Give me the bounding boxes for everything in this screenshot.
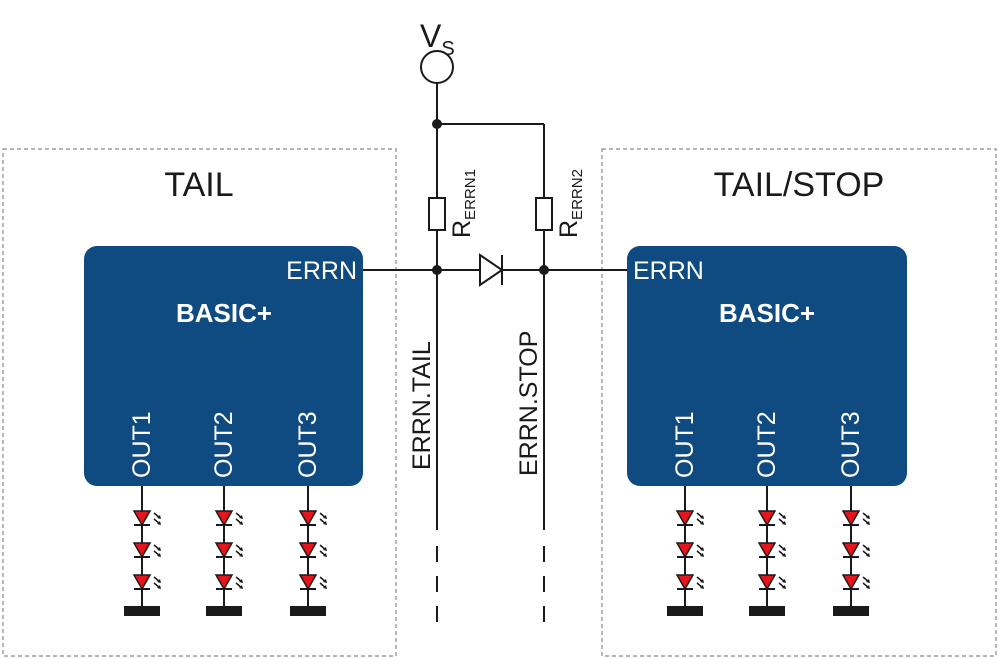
rerrn1-label: RERRN1	[448, 169, 479, 238]
led-icon	[757, 542, 786, 559]
right-chip-out3-label: OUT3	[837, 411, 865, 478]
led-icon	[675, 574, 704, 591]
diode-symbol	[479, 253, 504, 287]
led-icon	[757, 510, 786, 527]
right-chip: ERRN BASIC+ OUT1 OUT2 OUT3	[627, 246, 907, 486]
left-chip-out2-label: OUT2	[210, 411, 238, 478]
right-chip-out1-label: OUT1	[671, 411, 699, 478]
right-chip-errn-label: ERRN	[633, 257, 704, 285]
led-icon	[214, 574, 243, 591]
left-out3-led-string	[290, 486, 327, 616]
left-module-border	[2, 148, 397, 657]
right-out1-led-string	[667, 486, 704, 616]
right-chip-out2-label: OUT2	[753, 411, 781, 478]
right-out3-led-string	[833, 486, 870, 616]
right-module-title: TAIL/STOP	[714, 166, 885, 204]
led-icon	[132, 542, 161, 559]
supply-circle	[420, 50, 454, 84]
left-chip-out1-label: OUT1	[128, 411, 156, 478]
ground-bar	[749, 606, 785, 616]
left-out1-led-string	[124, 486, 161, 616]
left-chip-name: BASIC+	[176, 298, 272, 328]
ground-bar	[667, 606, 703, 616]
led-icon	[214, 510, 243, 527]
right-chip-name: BASIC+	[719, 298, 815, 328]
ground-bar	[290, 606, 326, 616]
net-label-tail: ERRN.TAIL	[408, 341, 436, 470]
rerrn1-subscript: ERRN1	[462, 169, 479, 220]
led-icon	[132, 510, 161, 527]
rerrn2-label: RERRN2	[555, 169, 586, 238]
resistor-rerrn1	[428, 197, 446, 231]
left-module-title: TAIL	[164, 166, 233, 204]
left-chip-out3-label: OUT3	[294, 411, 322, 478]
led-strings	[124, 486, 870, 616]
led-icon	[214, 542, 243, 559]
led-icon	[841, 542, 870, 559]
rerrn2-subscript: ERRN2	[569, 169, 586, 220]
left-out2-led-string	[206, 486, 243, 616]
left-chip-errn-label: ERRN	[286, 257, 357, 285]
left-chip-body	[84, 246, 363, 486]
led-icon	[675, 510, 704, 527]
led-icon	[298, 510, 327, 527]
supply-source: VS	[420, 18, 455, 84]
led-icon	[757, 574, 786, 591]
led-icon	[675, 542, 704, 559]
left-chip: ERRN BASIC+ OUT1 OUT2 OUT3	[84, 246, 363, 486]
led-icon	[132, 574, 161, 591]
right-out2-led-string	[749, 486, 786, 616]
ground-bar	[124, 606, 160, 616]
ground-bar	[206, 606, 242, 616]
led-icon	[841, 574, 870, 591]
resistor-rerrn2	[535, 197, 553, 231]
led-icon	[298, 574, 327, 591]
net-label-stop: ERRN.STOP	[515, 331, 543, 476]
right-chip-body	[627, 246, 907, 486]
led-icon	[841, 510, 870, 527]
led-icon	[298, 542, 327, 559]
ground-bar	[833, 606, 869, 616]
right-module-border	[601, 148, 997, 657]
